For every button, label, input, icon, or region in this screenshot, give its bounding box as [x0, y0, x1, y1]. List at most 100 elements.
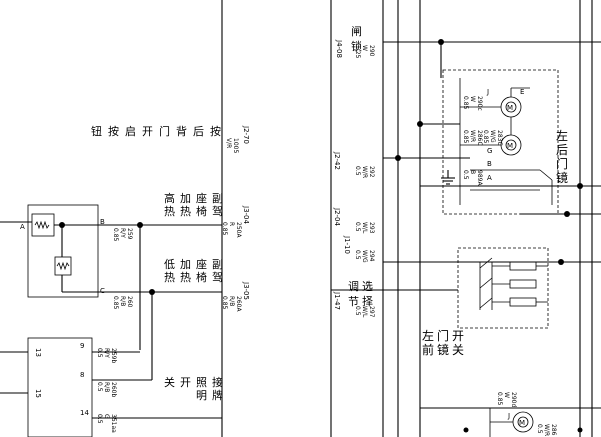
wire-label-260b: R/B: [103, 382, 110, 392]
left-front-mirror-switch-module: [457, 247, 549, 329]
motor-m-label: M: [507, 142, 513, 150]
left-rear-mirror-label: 后: [556, 143, 568, 157]
license-lamp-switch-label: 接: [212, 376, 223, 389]
wire-label-286: 286: [550, 424, 557, 436]
license-lamp-switch-label: 牌: [212, 388, 223, 402]
wire-label-290: W: [361, 45, 368, 51]
wire-label-290c: 0.85: [462, 96, 469, 110]
wire-label-290d: 290d: [510, 392, 517, 407]
motor-m-label: M: [519, 419, 525, 427]
wire-label-290d: W: [503, 392, 510, 398]
wire-label-286c: 286C: [476, 130, 483, 146]
seat-heat-low-label: 热: [180, 271, 191, 284]
switch-contact: [479, 257, 493, 269]
pin-9: 9: [80, 342, 84, 350]
junction-dot: [463, 427, 469, 433]
license-lamp-switch-label: 开: [180, 376, 191, 389]
wire-label-292: 292: [368, 166, 375, 178]
wire-label-259: 259: [126, 228, 133, 240]
seat-heat-low-label: 加: [180, 258, 191, 271]
wire-label-250a: 0.85: [221, 222, 228, 236]
rear-hatch-switch-label: 后: [193, 125, 204, 138]
license-lamp-switch-label: 照: [196, 376, 207, 389]
left-front-mirror-switch-label: 左: [422, 328, 434, 343]
seat-heater-connector: [27, 204, 99, 298]
seat-heat-high-label: 座: [196, 191, 207, 205]
connector-j3-05: J3-05: [242, 281, 250, 300]
left-front-mirror-switch-label: 镜: [437, 342, 449, 357]
left-rear-mirror-module: [442, 69, 559, 215]
wire-label-259: 0.85: [112, 228, 119, 242]
seat-heat-high-label: 椅: [196, 204, 207, 218]
wire-label-989a: B: [469, 170, 476, 174]
seat-heat-high-label: 驾: [212, 205, 223, 218]
wire-label-294: 294: [368, 250, 375, 262]
wire-label-351aa: 351aa: [110, 414, 117, 433]
seat-heat-low-label: 椅: [196, 270, 207, 284]
heater-coil-icon: [56, 261, 70, 271]
heater-element: [54, 256, 72, 276]
seat-heat-low-label: 副: [212, 258, 223, 271]
fuel-filler-label: 锁: [351, 39, 362, 53]
resistor-icon: [509, 297, 537, 307]
connector-j2-42: J2-42: [333, 151, 341, 170]
pin-a: A: [487, 174, 492, 182]
license-lamp-switch-label: 关: [164, 375, 175, 389]
wire-label-297: 0.5: [354, 306, 361, 316]
junction-dot: [558, 259, 564, 265]
pin-15: 15: [34, 389, 42, 398]
wire-label-290c: W: [469, 96, 476, 102]
seat-heat-switch-block: [27, 337, 93, 437]
wire-label-989a: 0.5: [462, 170, 469, 180]
wire-label-259b: R/Y: [103, 348, 110, 358]
wire-label-260b: 0.5: [96, 382, 103, 392]
left-rear-mirror-label: 门: [556, 156, 568, 171]
wire-label-283c: 283C: [496, 130, 503, 146]
rear-hatch-switch-label: 按: [210, 124, 221, 138]
wire-label-294: 0.5: [354, 250, 361, 260]
connector-j2-70: J2-70: [242, 125, 250, 144]
adjust-label: 调: [348, 280, 359, 293]
wire-label-250a: R: [228, 222, 235, 226]
left-rear-mirror-label: 镜: [556, 170, 568, 185]
rear-hatch-switch-label: 门: [159, 124, 170, 138]
left-front-mirror-switch-label: 门: [437, 328, 449, 343]
wire-label-351aa: G: [103, 414, 110, 419]
seat-heat-low-label: 热: [164, 271, 175, 284]
wire-label-283c: 0.85: [482, 130, 489, 144]
pin-14: 14: [80, 409, 89, 417]
switch-contact: [479, 277, 493, 289]
wire-label-260: R/B: [119, 296, 126, 306]
terminal-c: C: [100, 287, 105, 295]
fuel-filler-label: 闸: [351, 25, 362, 38]
rear-hatch-switch-label: 开: [142, 125, 153, 138]
wire-label-292: 0.5: [354, 166, 361, 176]
seat-heat-low-label: 低: [164, 258, 175, 271]
switch-contact: [539, 169, 553, 181]
left-front-mirror-switch-label: 前: [422, 342, 434, 357]
wire-label-294: W/G: [361, 250, 368, 263]
left-rear-mirror-label: 左: [556, 128, 568, 143]
motor-icon: [505, 139, 517, 151]
seat-heat-low-label: 驾: [212, 271, 223, 284]
junction-dot: [577, 183, 583, 189]
wire-label-290c: 290c: [476, 96, 483, 111]
connector-j3-04: J3-04: [242, 205, 250, 224]
wire-label-250a: 250A: [235, 222, 242, 238]
seat-heat-high-label: 高: [164, 191, 175, 205]
seat-heat-high-label: 热: [164, 205, 175, 218]
junction-dot: [577, 427, 583, 433]
license-lamp-switch-label: 明: [196, 389, 207, 402]
wire-label-260a: 260A: [235, 296, 242, 312]
pin-13: 13: [34, 348, 42, 357]
wire-label-297: W/L: [361, 306, 368, 318]
pin-j: J: [507, 412, 510, 420]
wire-label-292: W/R: [361, 166, 368, 178]
wire-label-260b: 260b: [110, 382, 117, 397]
wire-label-293: 0.5: [354, 222, 361, 232]
rear-hatch-switch-label: 按: [108, 124, 119, 138]
left-front-mirror-switch-label: 关: [452, 343, 464, 357]
connector-j2-04: J2-04: [333, 207, 341, 226]
wire-label-260a: 0.85: [221, 296, 228, 310]
